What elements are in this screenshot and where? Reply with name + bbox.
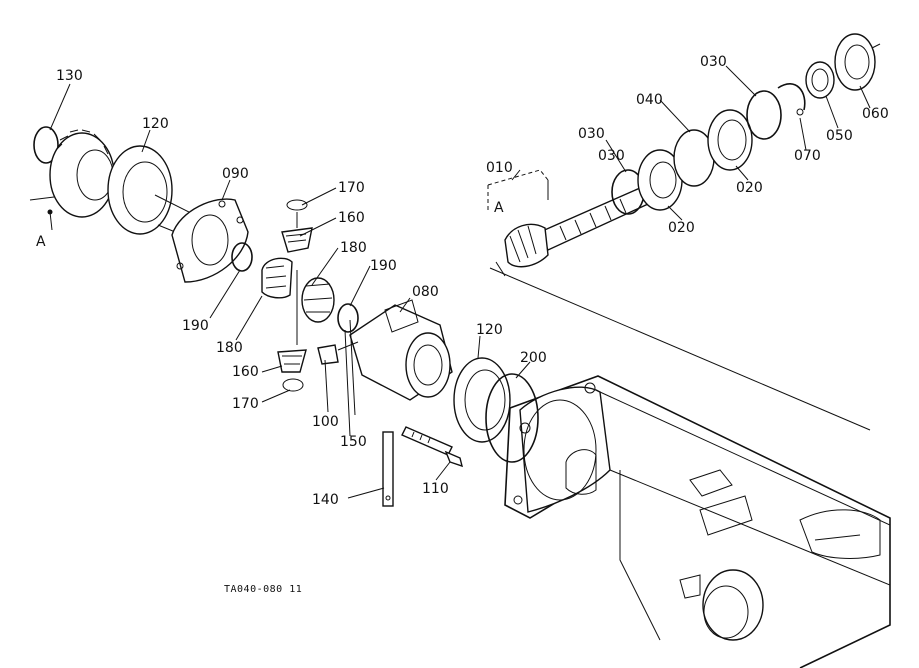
drawing-code: TA040-080 11 xyxy=(224,584,302,595)
label-160-top: 160 xyxy=(338,210,365,226)
differential-case-090 xyxy=(171,198,253,283)
label-070: 070 xyxy=(794,148,821,164)
label-030-right: 030 xyxy=(598,148,625,164)
label-180-bottom: 180 xyxy=(216,340,243,356)
bearing-stack-upper-right xyxy=(611,33,881,215)
bearing-120-oring-200 xyxy=(453,357,539,463)
label-170-top: 170 xyxy=(338,180,365,196)
axle-housing xyxy=(504,375,891,668)
label-120-left: 120 xyxy=(142,116,169,132)
label-040: 040 xyxy=(636,92,663,108)
label-170-bottom: 170 xyxy=(232,396,259,412)
label-050: 050 xyxy=(826,128,853,144)
label-020-upper: 020 xyxy=(736,180,763,196)
label-160-bottom: 160 xyxy=(232,364,259,380)
label-020-lower: 020 xyxy=(668,220,695,236)
label-100: 100 xyxy=(312,414,339,430)
leader-lines xyxy=(47,65,871,499)
label-200: 200 xyxy=(520,350,547,366)
reference-mark-a-right: A xyxy=(494,200,504,216)
part-labels: 130 120 090 170 160 180 190 190 180 160 … xyxy=(36,54,889,508)
pinion-shaft-010 xyxy=(504,187,649,268)
label-120-center: 120 xyxy=(476,322,503,338)
label-140: 140 xyxy=(312,492,339,508)
differential-internals xyxy=(261,199,359,392)
reference-mark-a-left: A xyxy=(36,234,46,250)
label-010: 010 xyxy=(486,160,513,176)
label-110: 110 xyxy=(422,481,449,497)
label-060: 060 xyxy=(862,106,889,122)
label-090: 090 xyxy=(222,166,249,182)
label-150: 150 xyxy=(340,434,367,450)
carrier-080 xyxy=(337,299,453,416)
label-030-lower: 030 xyxy=(578,126,605,142)
label-190-left: 190 xyxy=(182,318,209,334)
label-190-right: 190 xyxy=(370,258,397,274)
label-030-upper: 030 xyxy=(700,54,727,70)
label-080: 080 xyxy=(412,284,439,300)
label-130: 130 xyxy=(56,68,83,84)
ring-gear-assembly-left xyxy=(33,126,196,241)
label-180-top: 180 xyxy=(340,240,367,256)
pin-and-bolt xyxy=(382,426,463,507)
